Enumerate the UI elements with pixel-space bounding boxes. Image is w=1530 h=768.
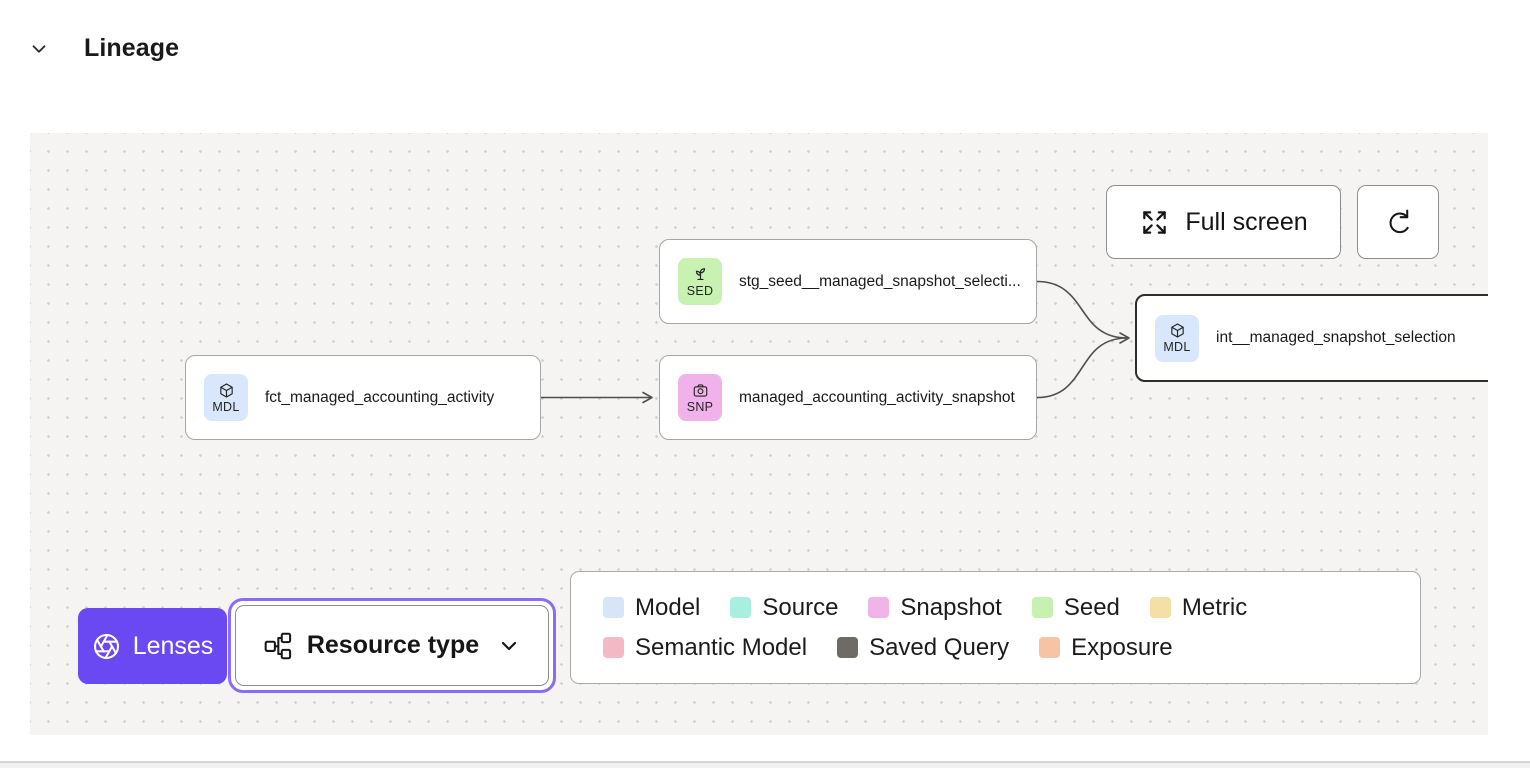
node-label: fct_managed_accounting_activity (265, 388, 495, 406)
legend-row-2: Semantic Model Saved Query Exposure (603, 634, 1420, 662)
snapshot-badge: SNP (678, 374, 722, 421)
legend-chip (1039, 637, 1061, 658)
aperture-icon (93, 633, 119, 659)
legend-item-exposure: Exposure (1039, 634, 1173, 662)
legend-chip (603, 637, 624, 658)
seed-badge: SED (678, 258, 722, 305)
legend-item-metric: Metric (1149, 594, 1247, 622)
lineage-node-seed[interactable]: SED stg_seed__managed_snapshot_selecti..… (659, 239, 1037, 324)
legend-chip (730, 597, 752, 618)
refresh-button[interactable] (1357, 185, 1439, 259)
page-title: Lineage (84, 34, 180, 62)
collapse-chevron-icon[interactable] (28, 38, 50, 60)
cube-icon (1170, 323, 1184, 338)
badge-label: MDL (1163, 340, 1191, 354)
node-label: int__managed_snapshot_selection (1216, 329, 1456, 346)
node-label: managed_accounting_activity_snapshot (739, 388, 1015, 406)
legend-item-saved-query: Saved Query (837, 634, 1009, 662)
resource-type-label: Resource type (306, 631, 480, 659)
badge-label: MDL (212, 399, 240, 414)
resource-type-focus-ring: Resource type (228, 598, 556, 693)
legend-item-seed: Seed (1031, 594, 1120, 622)
legend-item-model: Model (603, 594, 700, 622)
legend-item-source: Source (730, 594, 838, 622)
chevron-down-icon (502, 641, 517, 650)
full-screen-label: Full screen (1185, 207, 1308, 236)
lineage-section-header: Lineage (28, 34, 179, 63)
legend-chip (868, 597, 890, 618)
refresh-icon (1389, 209, 1409, 233)
model-badge: MDL (1155, 314, 1199, 362)
legend-row-1: Model Source Snapshot Seed Metric (603, 594, 1420, 622)
full-screen-button[interactable]: Full screen (1106, 185, 1341, 259)
next-section-edge (0, 763, 1530, 768)
resource-type-dropdown[interactable]: Resource type (235, 605, 549, 686)
sprout-icon (695, 267, 705, 280)
legend-panel: Model Source Snapshot Seed Metric S (570, 571, 1421, 684)
badge-label: SNP (686, 399, 714, 414)
lineage-node-int-managed-snapshot-selection[interactable]: MDL int__managed_snapshot_selection (1135, 294, 1488, 382)
lineage-canvas[interactable]: Full screen SED stg_seed__managed_snapsh… (30, 133, 1488, 735)
legend-chip (1149, 597, 1171, 618)
camera-icon (693, 383, 707, 397)
legend-chip (1031, 597, 1053, 618)
node-label: stg_seed__managed_snapshot_selecti... (739, 272, 1021, 290)
cube-icon (219, 382, 233, 398)
lenses-button[interactable]: Lenses (78, 608, 227, 684)
badge-label: SED (686, 283, 714, 298)
lineage-node-snapshot[interactable]: SNP managed_accounting_activity_snapshot (659, 355, 1037, 440)
lenses-label: Lenses (132, 631, 214, 660)
hierarchy-icon (264, 632, 291, 659)
section-divider (0, 761, 1530, 763)
legend-chip (837, 637, 859, 658)
legend-item-semantic-model: Semantic Model (603, 634, 807, 662)
legend-item-snapshot: Snapshot (868, 594, 1002, 622)
legend-chip (603, 597, 624, 618)
expand-icon (1143, 210, 1167, 234)
model-badge: MDL (204, 374, 248, 421)
lineage-node-fct-managed-accounting-activity[interactable]: MDL fct_managed_accounting_activity (185, 355, 541, 440)
